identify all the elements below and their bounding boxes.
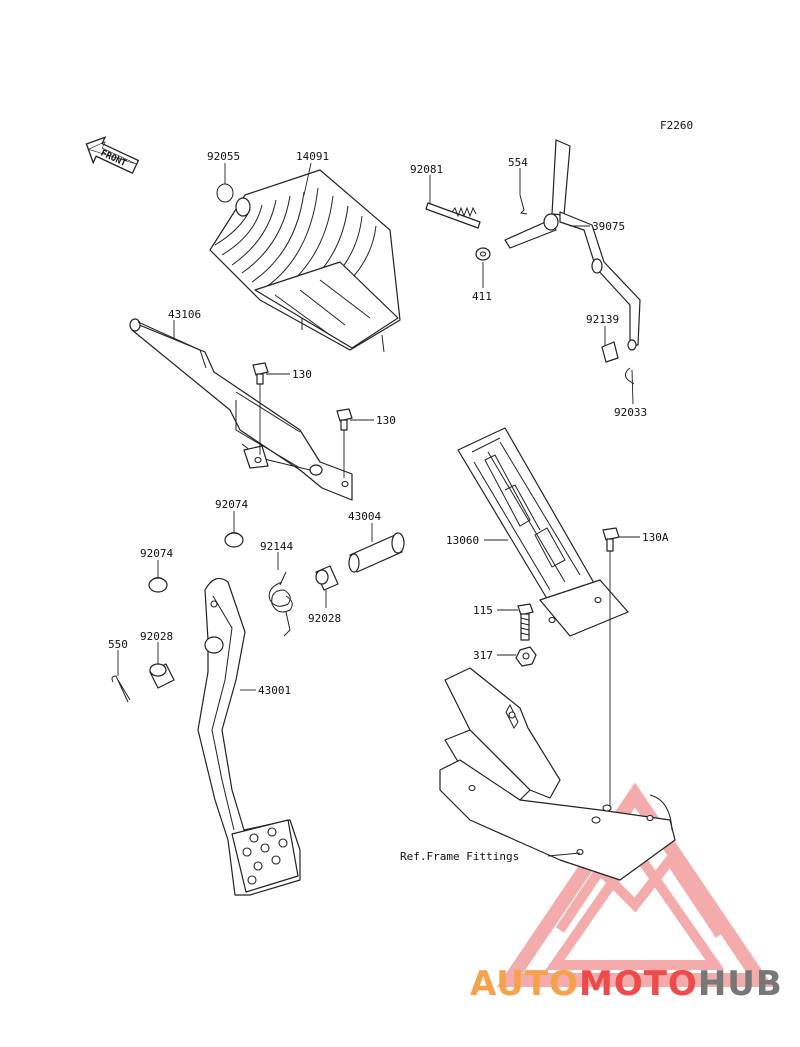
part-43001-brake-pedal [197,577,301,896]
part-130-bolt-lower [336,408,353,478]
label-92144: 92144 [260,540,293,553]
part-92074-cap-upper [224,532,244,548]
label-92028-upper: 92028 [308,612,341,625]
part-115-bolt [517,603,534,641]
label-92028-lower: 92028 [140,630,173,643]
part-130A-bolt [602,527,620,810]
label-92033: 92033 [614,406,647,419]
label-92074-upper: 92074 [215,498,248,511]
part-92144-spring [268,571,293,637]
label-550: 550 [108,638,128,651]
part-317-nut [515,646,537,667]
label-43004: 43004 [348,510,381,523]
part-92028-bush-lower [149,663,175,689]
part-92055-oring [216,183,234,203]
front-arrow-icon: FRONT [85,136,140,175]
part-92033-clip [624,367,635,385]
part-92139-bush [601,339,637,363]
watermark-logo: AUTOMOTOHUB [470,964,783,1004]
label-ref-frame-fittings: Ref.Frame Fittings [400,850,519,863]
label-39075: 39075 [592,220,625,233]
part-411-washer [475,247,491,261]
label-92074-lower: 92074 [140,547,173,560]
part-92081-pin [425,202,481,229]
label-92081: 92081 [410,163,443,176]
part-92074-cap-lower [148,577,168,593]
label-43001: 43001 [258,684,291,697]
part-550-cotter-pin [111,675,131,703]
watermark-auto: AUTO [470,964,579,1004]
part-frame-bracket [439,667,676,881]
label-130-upper: 130 [292,368,312,381]
part-130-bolt-upper [252,362,269,455]
label-411: 411 [472,290,492,303]
figure-code: F2260 [660,119,693,132]
part-554-clip [519,194,528,215]
pedal-pad-holes [242,827,288,885]
svg-text:AUTOMOTOHUB: AUTOMOTOHUB [470,964,783,1004]
part-39075-lever [504,139,641,346]
part-14091-boot [209,169,401,353]
label-13060: 13060 [446,534,479,547]
label-130-lower: 130 [376,414,396,427]
label-130A: 130A [642,531,669,544]
label-317: 317 [473,649,493,662]
part-92028-bush-upper [315,565,339,591]
label-554: 554 [508,156,528,169]
label-92139: 92139 [586,313,619,326]
leader-lines [117,162,640,857]
label-115: 115 [473,604,493,617]
part-labels: 92055 14091 92081 554 39075 411 43106 13… [108,150,669,863]
watermark-moto: MOTO [579,964,698,1004]
part-13060-accelerator-pedal [457,427,629,637]
part-43106-hand-lever [129,318,353,501]
label-43106: 43106 [168,308,201,321]
watermark-triangle [496,782,774,987]
watermark-hub: HUB [698,964,783,1004]
label-92055: 92055 [207,150,240,163]
part-43004-shaft [348,532,405,573]
label-14091: 14091 [296,150,329,163]
